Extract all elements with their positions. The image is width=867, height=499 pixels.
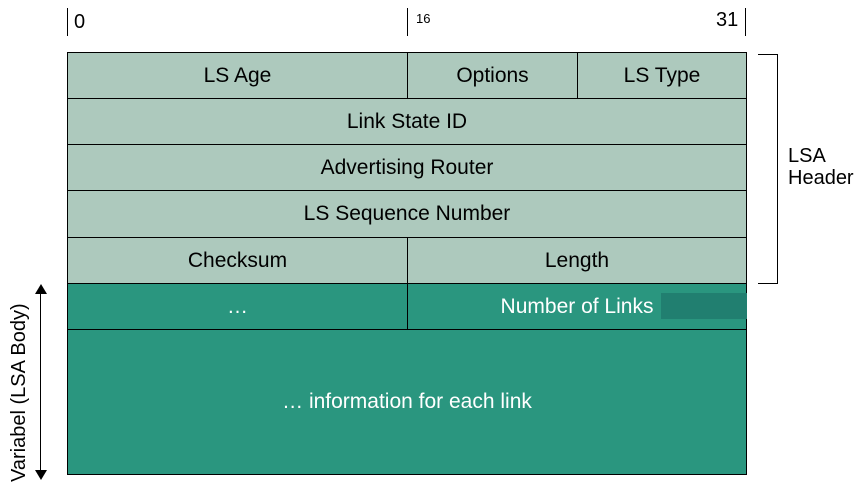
checksum-field: Checksum — [67, 237, 408, 284]
arrow-up-icon — [35, 284, 47, 294]
link-state-id-field: Link State ID — [67, 98, 747, 145]
advertising-router-field: Advertising Router — [67, 144, 747, 191]
ls-sequence-number-field: LS Sequence Number — [67, 190, 747, 238]
lsa-header-label-line1: LSA — [788, 145, 826, 167]
number-of-links-highlight — [661, 293, 747, 319]
arrow-down-icon — [35, 470, 47, 480]
lsa-header-bracket — [758, 54, 778, 284]
body-length-arrow-line — [40, 292, 41, 470]
lsa-header-label-line2: Header — [788, 167, 854, 189]
variable-body-label: Variabel (LSA Body) — [8, 303, 30, 482]
ls-age-field: LS Age — [67, 52, 408, 99]
number-of-links-field: Number of Links — [407, 283, 747, 330]
link-information-field: … information for each link — [67, 329, 747, 475]
body-ellipsis-field: … — [67, 283, 408, 330]
lsa-header-label: LSA Header — [788, 145, 854, 189]
options-field: Options — [407, 52, 578, 99]
bit-16-tick — [407, 8, 408, 36]
number-of-links-label: Number of Links — [500, 294, 654, 318]
bit-0-label: 0 — [74, 11, 86, 33]
bit-16-label: 16 — [416, 11, 431, 26]
bit-31-label: 31 — [716, 9, 739, 31]
bit-0-tick — [67, 8, 68, 36]
length-field: Length — [407, 237, 747, 284]
ls-type-field: LS Type — [577, 52, 747, 99]
bit-31-tick — [745, 8, 746, 36]
